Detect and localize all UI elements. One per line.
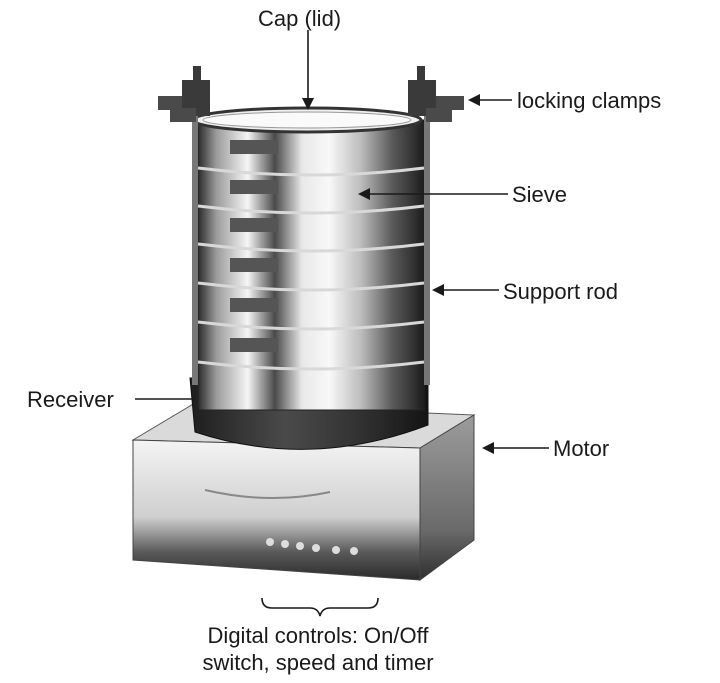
sieve-stack bbox=[197, 119, 425, 411]
sieve-label: Sieve bbox=[512, 182, 568, 207]
support-rod-label: Support rod bbox=[503, 279, 618, 304]
control-buttons bbox=[266, 538, 358, 555]
sieve-label-plate bbox=[230, 298, 278, 312]
digital-controls-line-2: switch, speed and timer bbox=[202, 650, 434, 675]
cap-arrow-head bbox=[302, 98, 314, 110]
sieve-arrow-head bbox=[358, 188, 370, 200]
sieve-label-plate bbox=[230, 180, 278, 194]
sieve-rim bbox=[197, 242, 425, 253]
sieve-rim bbox=[197, 281, 425, 292]
base-front-face bbox=[132, 439, 421, 581]
sieve-label-plate bbox=[230, 218, 278, 232]
cap-label: Cap (lid) bbox=[258, 6, 342, 31]
base-front-groove bbox=[204, 489, 331, 499]
motor-label: Motor bbox=[553, 436, 610, 461]
sieve-label-plate bbox=[230, 338, 278, 352]
cap-lid-inner bbox=[202, 111, 412, 129]
receiver-label: Receiver bbox=[27, 387, 114, 412]
sieve-label-plate bbox=[230, 258, 278, 272]
locking-clamp-left bbox=[158, 66, 210, 122]
clamps-arrow-head bbox=[468, 94, 480, 106]
control-button bbox=[350, 547, 358, 555]
sieve-rim bbox=[197, 360, 425, 371]
control-button bbox=[281, 540, 289, 548]
digital-controls-label: Digital controls: On/Off switch, speed a… bbox=[168, 622, 468, 676]
motor-arrow-head bbox=[482, 442, 494, 454]
control-button bbox=[296, 542, 304, 550]
rod-arrow-head bbox=[432, 284, 444, 296]
controls-brace bbox=[261, 597, 379, 617]
digital-controls-line-1: Digital controls: On/Off bbox=[207, 623, 429, 648]
locking-clamps-label: locking clamps bbox=[517, 88, 662, 113]
control-button bbox=[266, 538, 274, 546]
control-button bbox=[312, 544, 320, 552]
sieve-rim bbox=[197, 204, 425, 215]
sieve-label-plate bbox=[230, 140, 278, 154]
control-button bbox=[332, 546, 340, 554]
base-side-face bbox=[419, 414, 475, 581]
support-rod-right bbox=[424, 110, 430, 385]
locking-clamp-right bbox=[408, 66, 464, 122]
sieve-rim bbox=[197, 320, 425, 331]
sieve-rim bbox=[197, 166, 425, 177]
support-rod-left bbox=[192, 110, 198, 385]
callouts bbox=[135, 30, 549, 617]
